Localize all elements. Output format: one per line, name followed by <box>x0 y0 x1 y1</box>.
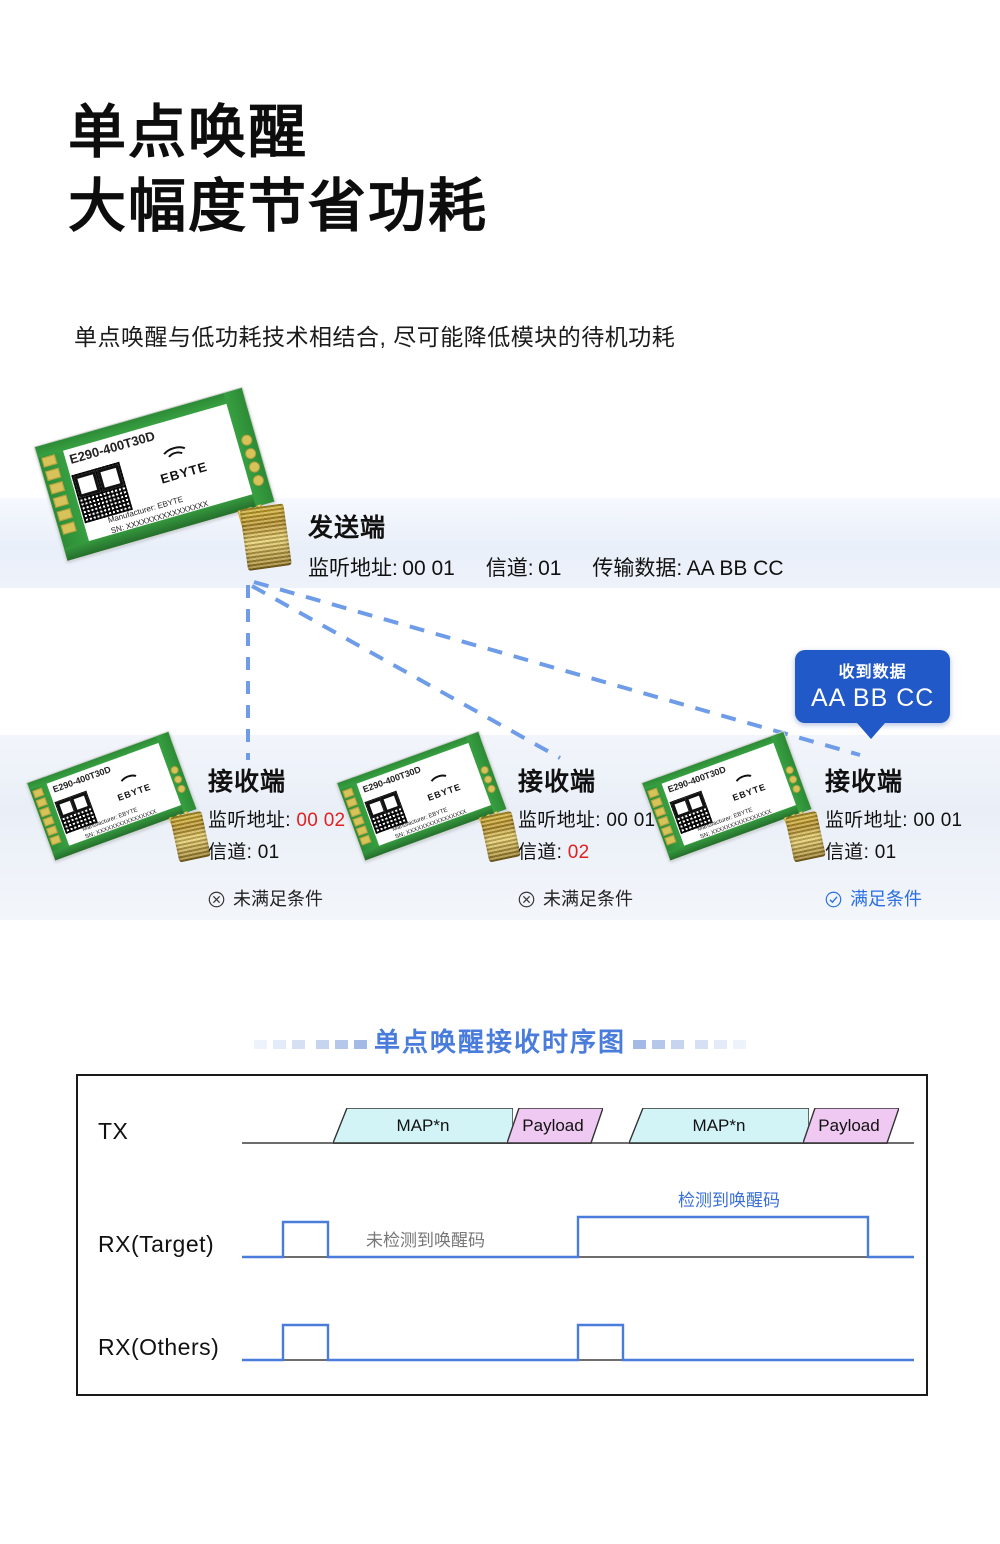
tx-block-payload-2: Payload <box>803 1108 899 1144</box>
sender-data-label: 传输数据: <box>592 557 683 580</box>
callout-value: AA BB CC <box>811 684 935 712</box>
receiver-address-value-3: 00 01 <box>913 810 963 831</box>
receiver-address-value-1: 00 02 <box>296 810 346 831</box>
receiver-address-label-2: 监听地址: <box>518 810 601 831</box>
timing-section-header: 单点唤醒接收时序图 <box>0 1022 1000 1059</box>
page-subtitle: 单点唤醒与低功耗技术相结合, 尽可能降低模块的待机功耗 <box>74 324 676 350</box>
check-circle-icon <box>825 891 842 908</box>
receiver-status-text-3: 满足条件 <box>850 889 923 909</box>
tx-block-payload-1: Payload <box>507 1108 603 1144</box>
sender-address-label: 监听地址: <box>308 557 398 580</box>
rx-target-note-not-detected: 未检测到唤醒码 <box>366 1231 485 1250</box>
receiver-address-value-2: 00 01 <box>606 810 656 831</box>
receiver-address-label-3: 监听地址: <box>825 810 908 831</box>
receiver-status-text-1: 未满足条件 <box>233 889 324 909</box>
callout-tail <box>857 723 885 739</box>
receiver-channel-value-1: 01 <box>257 842 280 863</box>
tx-block-label: Payload <box>522 1116 584 1135</box>
timing-row-label-tx: TX <box>98 1118 129 1144</box>
timing-section-title: 单点唤醒接收时序图 <box>373 1027 626 1057</box>
receiver-info-2: 接收端 监听地址: 00 01 信道: 02 未满足条件 <box>518 762 655 911</box>
receiver-channel-label-2: 信道: <box>518 842 563 863</box>
timing-row-label-rx-others: RX(Others) <box>98 1334 220 1360</box>
transmission-rays <box>246 580 861 760</box>
sender-channel-value: 01 <box>538 557 562 580</box>
wakeup-topology-diagram: E290-400T30D EBYTE Manufacturer: EBYTE S… <box>0 386 1000 960</box>
sender-data-value: AA BB CC <box>686 557 784 580</box>
callout-title: 收到数据 <box>838 664 907 681</box>
receiver-info-3: 接收端 监听地址: 00 01 信道: 01 满足条件 <box>825 762 962 911</box>
title-line-2: 大幅度节省功耗 <box>68 174 489 239</box>
rx-target-note-detected: 检测到唤醒码 <box>678 1191 780 1210</box>
rx-others-waveform <box>242 1323 914 1362</box>
receiver-channel-label-1: 信道: <box>208 842 253 863</box>
receiver-title-2: 接收端 <box>518 768 597 796</box>
timing-row-label-rx-target: RX(Target) <box>98 1231 215 1257</box>
received-data-callout: 收到数据 AA BB CC <box>795 650 951 739</box>
cross-circle-icon <box>518 891 535 908</box>
title-line-1: 单点唤醒 <box>68 100 309 165</box>
receiver-channel-value-3: 01 <box>874 842 897 863</box>
tx-block-map-2: MAP*n <box>629 1108 809 1144</box>
page-title: 单点唤醒 大幅度节省功耗 <box>68 96 868 244</box>
receiver-info-1: 接收端 监听地址: 00 02 信道: 01 未满足条件 <box>208 762 345 911</box>
receiver-channel-value-2: 02 <box>567 842 590 863</box>
sender-title: 发送端 <box>308 514 387 542</box>
receiver-title-1: 接收端 <box>208 768 287 796</box>
dash-decoration-right <box>630 1036 748 1049</box>
tx-block-label: MAP*n <box>692 1116 746 1135</box>
receiver-channel-label-3: 信道: <box>825 842 870 863</box>
timing-diagram: TX MAP*n Payload MAP*n Payload RX(Target… <box>76 1074 928 1396</box>
dash-decoration-left <box>251 1036 369 1049</box>
sender-info: 发送端 监听地址: 00 01 信道: 01 传输数据: AA BB CC <box>308 508 784 582</box>
receiver-status-text-2: 未满足条件 <box>543 889 634 909</box>
sender-address-value: 00 01 <box>402 557 455 580</box>
sma-connector <box>239 503 292 571</box>
tx-block-label: Payload <box>818 1116 880 1135</box>
receiver-title-3: 接收端 <box>825 768 904 796</box>
tx-block-label: MAP*n <box>396 1116 450 1135</box>
tx-block-map-1: MAP*n <box>333 1108 513 1144</box>
sender-channel-label: 信道: <box>485 557 534 580</box>
cross-circle-icon <box>208 891 225 908</box>
receiver-address-label-1: 监听地址: <box>208 810 291 831</box>
rx-target-waveform <box>242 1215 914 1259</box>
